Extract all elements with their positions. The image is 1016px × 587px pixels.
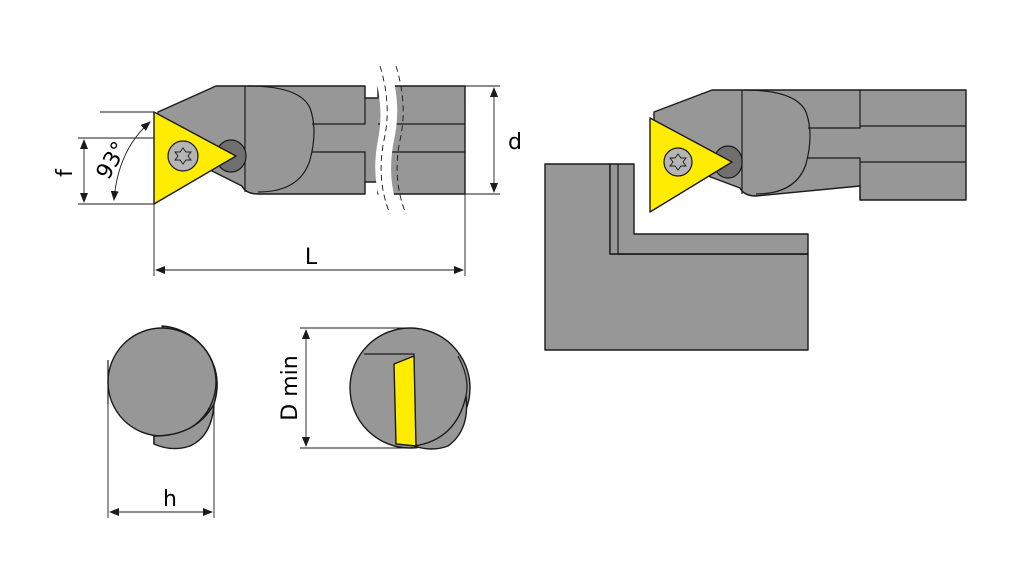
label-D-min: D min [278, 355, 303, 420]
shank-end-face [107, 327, 217, 437]
label-f: f [53, 168, 78, 177]
shank-lower-rim [153, 403, 215, 450]
bar-right-rim [457, 355, 468, 397]
workpiece-step [609, 163, 809, 255]
bar-neck-lines-right [808, 90, 966, 200]
break-line-left [379, 65, 391, 215]
dimension-L: L [153, 194, 466, 276]
break-gap [372, 66, 400, 214]
shank-right-rim [213, 365, 218, 405]
label-d: d [508, 130, 522, 155]
bar-shank-right [653, 89, 967, 209]
dimension-h: h [107, 404, 215, 518]
torx-recess-right [669, 153, 687, 171]
label-angle: 93° [92, 138, 133, 184]
break-line-right [395, 65, 407, 215]
torx-recess [174, 147, 192, 165]
bar-end-rim [413, 395, 468, 450]
dimension-D-min: D min [278, 327, 410, 449]
dimension-d: d [465, 85, 522, 195]
front-view-bar [349, 327, 471, 450]
torx-screw-icon-right [663, 147, 693, 177]
application-view [544, 89, 967, 351]
dimension-angle: 93° [92, 111, 154, 201]
side-view-boring-bar [153, 65, 466, 215]
torx-screw-icon [167, 140, 199, 172]
label-h: h [163, 487, 177, 512]
front-view-shank [107, 325, 218, 450]
workpiece-step-line [617, 164, 808, 255]
label-L: L [305, 245, 318, 270]
bar-head-contour [244, 85, 315, 193]
bar-neck-lines [312, 98, 465, 182]
bar-head-contour-right [741, 89, 811, 195]
insert-front [393, 355, 417, 447]
